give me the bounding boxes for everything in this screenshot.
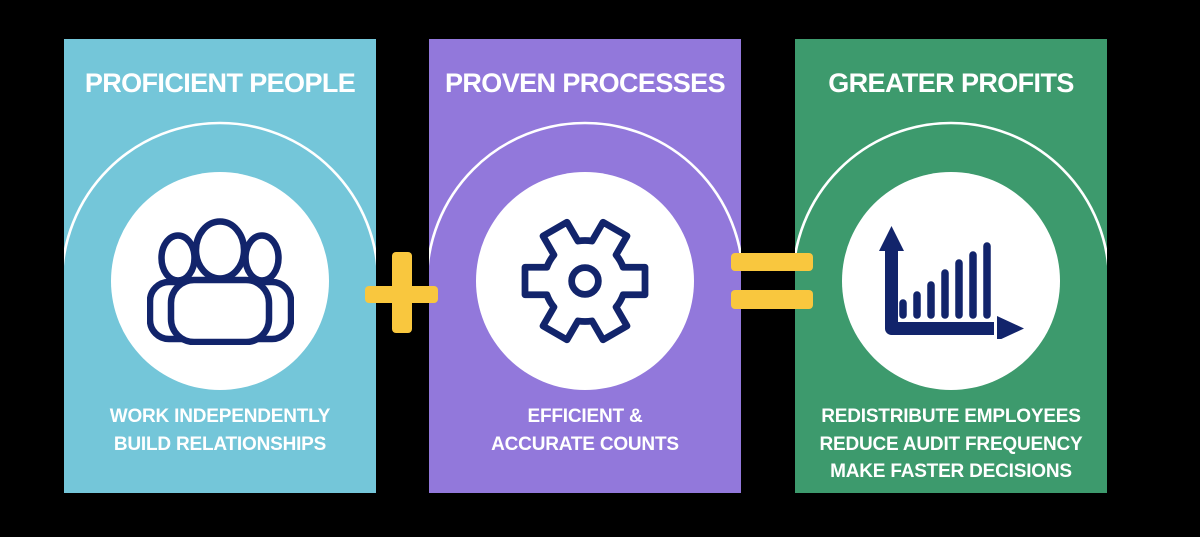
- plus-horizontal-bar: [365, 286, 438, 303]
- caption-line: MAKE FASTER DECISIONS: [830, 461, 1072, 482]
- ring-arc: [64, 121, 376, 268]
- card-title: PROVEN PROCESSES: [445, 68, 726, 98]
- x-axis-arrowhead: [997, 315, 1024, 339]
- caption-line: ACCURATE COUNTS: [491, 433, 679, 455]
- plus-icon: [365, 252, 438, 333]
- icon-circle: [111, 172, 329, 390]
- equals-bottom-bar: [731, 290, 813, 309]
- caption-line: REDISTRIBUTE EMPLOYEES: [821, 406, 1081, 427]
- card-proven-processes: PROVEN PROCESSES EFFICIENT & ACCURATE CO…: [429, 39, 741, 493]
- card-proficient-people: PROFICIENT PEOPLE WORK INDEPENDENTLY BUI…: [64, 39, 376, 493]
- gear-icon: [521, 218, 649, 344]
- icon-circle: [842, 172, 1060, 390]
- equals-top-bar: [731, 253, 813, 271]
- card-caption: WORK INDEPENDENTLY BUILD RELATIONSHIPS: [64, 403, 376, 458]
- card-caption: EFFICIENT & ACCURATE COUNTS: [429, 403, 741, 458]
- card-caption: REDISTRIBUTE EMPLOYEES REDUCE AUDIT FREQ…: [795, 403, 1107, 486]
- y-axis-arrowhead: [879, 225, 904, 251]
- chart-bars: [899, 241, 991, 319]
- caption-line: WORK INDEPENDENTLY: [109, 406, 331, 427]
- people-icon: [146, 217, 294, 345]
- card-greater-profits: GREATER PROFITS REDISTRIBUTE EMPLOYEES: [795, 39, 1107, 493]
- caption-line: EFFICIENT &: [527, 406, 643, 427]
- card-title: PROFICIENT PEOPLE: [84, 68, 356, 98]
- equals-icon: [731, 253, 813, 309]
- chart-axes: [885, 247, 994, 335]
- ring-arc: [429, 121, 741, 268]
- caption-line: REDUCE AUDIT FREQUENCY: [819, 433, 1083, 455]
- caption-line: BUILD RELATIONSHIPS: [113, 433, 327, 455]
- ring-arc: [795, 121, 1107, 268]
- card-title: GREATER PROFITS: [828, 68, 1074, 98]
- icon-circle: [476, 172, 694, 390]
- bar-chart-icon: [879, 225, 1024, 339]
